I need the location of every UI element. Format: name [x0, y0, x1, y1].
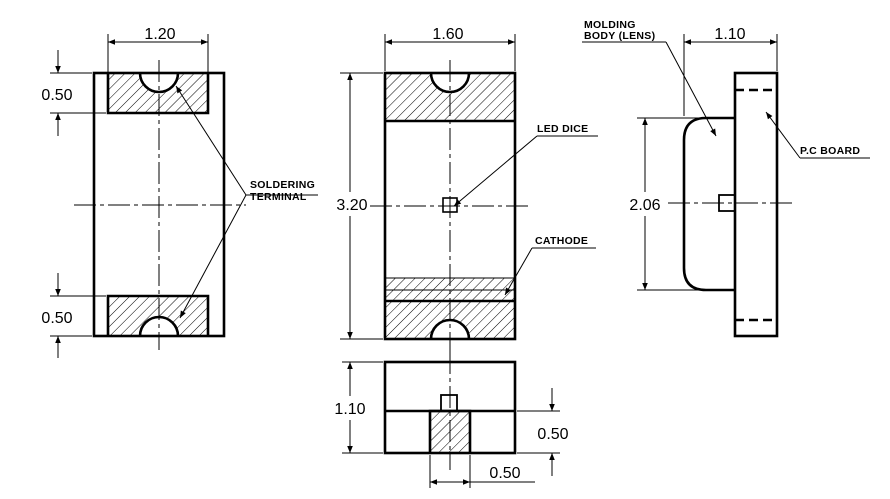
bottom-view: 1.10 0.50 0.50: [334, 352, 569, 488]
label-cathode: CATHODE: [535, 235, 588, 247]
led-dice-leader: [453, 135, 538, 207]
top-notch-upper: [138, 72, 180, 94]
molding-lens: [682, 116, 735, 292]
top-view: 1.20 0.50 0.50 SOLDERING TERMINAL: [41, 26, 318, 358]
label-pc-board: P.C BOARD: [800, 145, 860, 157]
front-view: 1.60 3.20 LED DICE CATHODE: [336, 26, 598, 352]
side-view: 1.10 2.06 MOLDING BODY (LENS) P.C BOARD: [582, 19, 870, 338]
bottom-die: [440, 394, 458, 412]
cathode-leader: [504, 247, 533, 296]
dim-lens-height: 2.06: [629, 197, 660, 214]
front-notch-upper: [429, 72, 471, 94]
dim-bottom-pad-height: 0.50: [537, 426, 568, 443]
soldering-leader-lower: [179, 194, 247, 319]
dim-length: 3.20: [336, 197, 367, 214]
dim-pad-top: 0.50: [41, 87, 72, 104]
pcboard-leader: [765, 111, 801, 159]
dim-top-width: 1.20: [144, 26, 175, 43]
top-pad-upper: [106, 73, 210, 115]
dim-front-width: 1.60: [432, 26, 463, 43]
top-pad-lower: [106, 294, 210, 336]
dim-bottom-height: 1.10: [334, 401, 365, 418]
label-molding: MOLDING: [584, 19, 636, 31]
label-body-lens: BODY (LENS): [584, 30, 655, 42]
label-soldering: SOLDERING: [250, 179, 315, 191]
label-terminal: TERMINAL: [250, 191, 307, 203]
label-led-dice: LED DICE: [537, 123, 588, 135]
pc-board-outline: [733, 71, 779, 338]
dim-pad-bottom: 0.50: [41, 310, 72, 327]
front-notch-lower: [429, 318, 471, 340]
dim-bottom-pad-width: 0.50: [489, 465, 520, 482]
molding-leader: [665, 41, 717, 137]
soldering-leader-upper: [175, 85, 247, 196]
dim-side-width: 1.10: [714, 26, 745, 43]
